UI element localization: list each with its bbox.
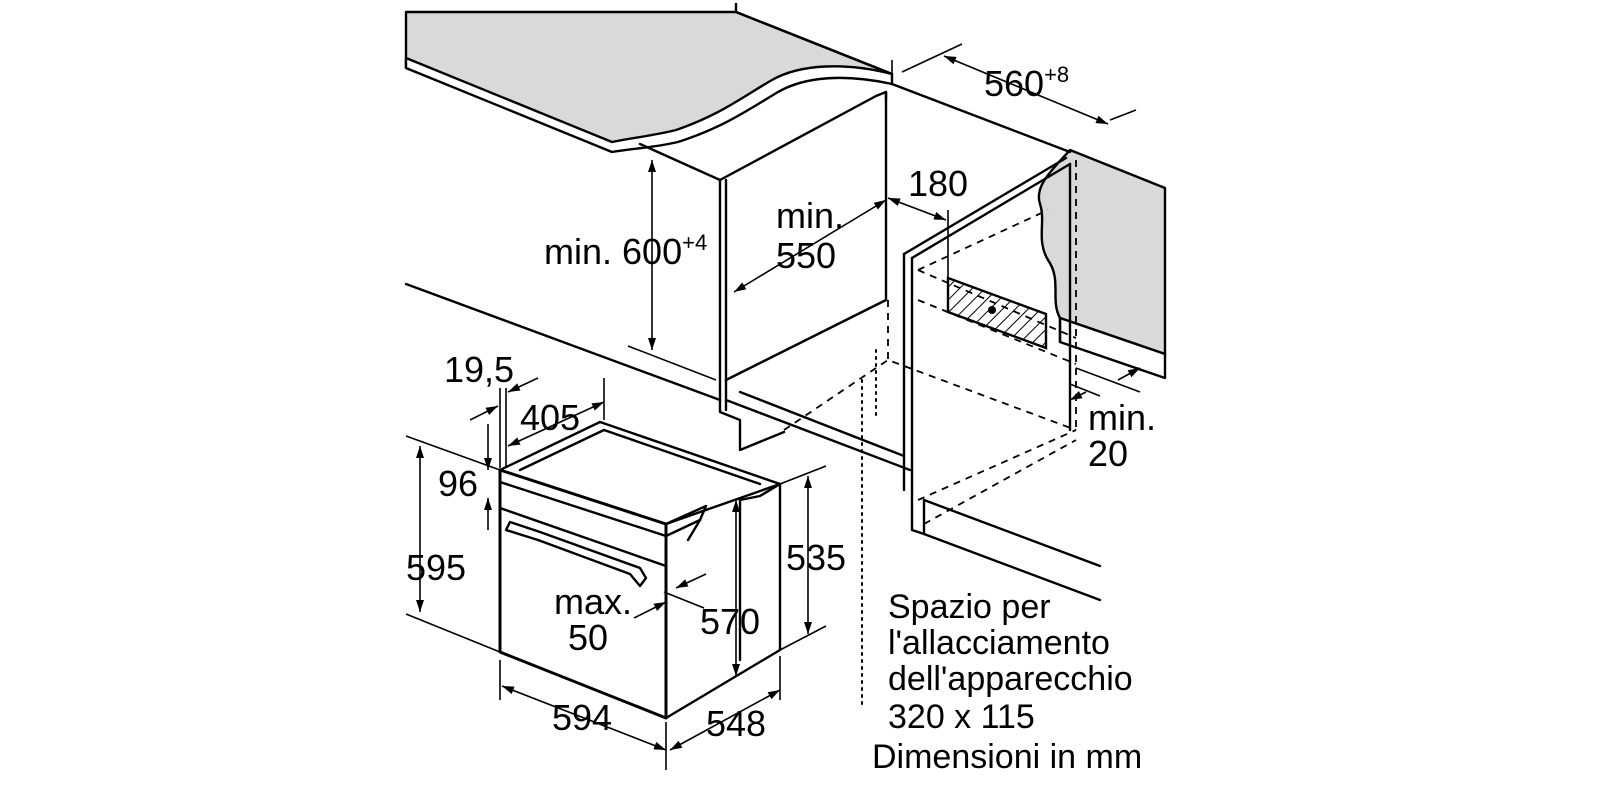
label-rear-gap-line1: min. (1088, 397, 1156, 438)
countertop-right (1037, 148, 1167, 356)
oven-handle (504, 520, 648, 588)
label-door-projection-line2: 50 (568, 617, 608, 658)
label-niche-depth-line2: 550 (776, 235, 836, 276)
label-oven-body-height-front: 570 (700, 601, 760, 642)
label-niche-depth-line1: min. (776, 195, 844, 236)
note-connection-line4: 320 x 115 (888, 698, 1035, 736)
label-door-projection-line1: max. (554, 581, 632, 622)
label-connection-offset: 180 (908, 163, 968, 204)
label-rear-gap-line2: 20 (1088, 433, 1128, 474)
note-connection-line3: dell'apparecchio (888, 660, 1133, 698)
dimension-lines (416, 43, 1141, 751)
notes: Spazio per l'allacciamento dell'apparecc… (872, 588, 1142, 776)
label-oven-width: 594 (552, 697, 612, 738)
label-oven-body-height-side: 535 (786, 537, 846, 578)
label-oven-height: 595 (406, 547, 466, 588)
label-oven-top-depth: 405 (520, 397, 580, 438)
label-front-panel-thickness: 19,5 (444, 349, 514, 390)
extension-lines (405, 60, 1141, 770)
connection-area-icon (946, 276, 1048, 350)
countertop-left (404, 10, 894, 152)
label-oven-depth: 548 (706, 703, 766, 744)
oven-body (498, 420, 782, 720)
note-connection-line1: Spazio per (888, 588, 1051, 626)
label-niche-height: min. 600+4 (544, 230, 707, 272)
note-units: Dimensioni in mm (872, 738, 1142, 776)
cabinet-structure (404, 2, 1167, 709)
label-niche-width: 560+8 (984, 62, 1069, 104)
label-oven-top-offset: 96 (438, 463, 478, 504)
note-connection-line2: l'allacciamento (888, 624, 1110, 662)
dimension-labels: 560+8 min. 600+4 min. 550 180 min. 20 19… (406, 62, 1156, 744)
